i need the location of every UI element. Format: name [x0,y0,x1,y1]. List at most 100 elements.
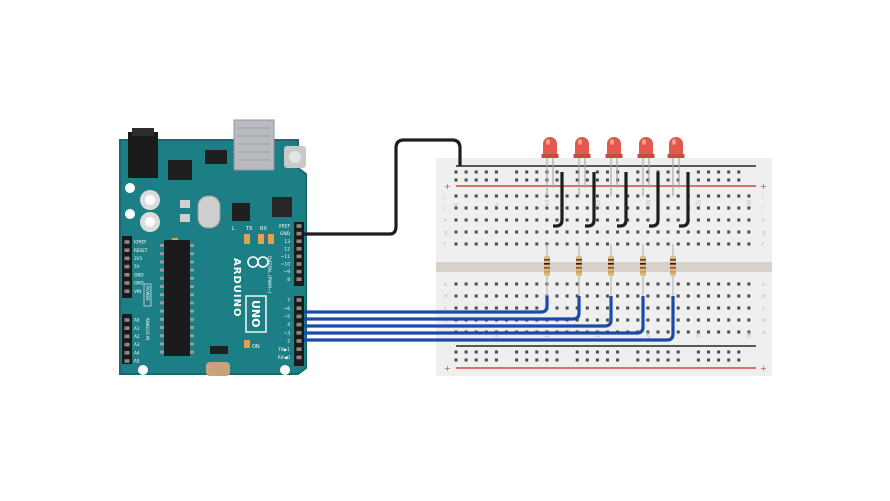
digital-pin-label: 8 [287,277,290,283]
header-pin [124,326,130,330]
small-chip [205,150,227,164]
chip-pin [160,350,164,354]
arduino-logo-text: ARDUINO [231,258,242,317]
rail-hole [666,358,670,362]
smd-part [244,234,250,244]
breadboard-hole [505,294,508,298]
breadboard-hole [464,230,468,234]
header-pin [124,342,130,347]
bottom-component [206,362,230,376]
rail-hole [585,358,589,362]
breadboard-hole [484,230,488,234]
rail-hole [454,178,458,182]
breadboard-hole [636,318,640,322]
resistors-group [544,244,676,296]
rail-hole [646,358,650,362]
leds-group [541,137,685,196]
chip-pin [190,268,194,272]
digital-header-upper [294,222,304,286]
digital-pin-label: ~3 [284,330,291,336]
breadboard-hole [505,230,508,234]
breadboard-hole [737,242,741,246]
breadboard-hole [626,194,630,198]
breadboard-hole [727,294,731,298]
rail-hole [606,178,609,182]
rail-hole [525,178,529,182]
breadboard-hole [646,194,650,198]
header-pin [124,264,130,269]
column-number: 30 [747,332,753,338]
chip-pin [160,260,164,264]
breadboard-hole [606,318,609,322]
breadboard-hole [606,230,609,234]
breadboard-hole [656,306,660,310]
resistor-band [670,263,676,265]
rail-hole [484,178,488,182]
column-number: 1 [454,203,460,206]
breadboard-hole [606,206,609,210]
rail-hole [707,350,710,354]
rail-hole [474,170,478,174]
breadboard-hole [646,318,650,322]
breadboard-hole [494,230,498,234]
breadboard-hole [676,306,680,310]
header-pin [296,347,302,351]
rail-hole [717,170,721,174]
rail-hole [646,178,650,182]
breadboard-hole [737,306,741,310]
row-letter: e [444,282,447,288]
crystal-oscillator [197,195,221,229]
rail-hole [737,350,741,354]
header-pin [124,256,130,261]
breadboard-hole [696,318,700,322]
breadboard-hole [666,306,670,310]
rail-hole [545,350,549,354]
breadboard-hole [575,306,579,310]
breadboard-hole [626,206,630,210]
breadboard-hole [565,206,569,210]
breadboard-hole [747,206,751,210]
breadboard-hole [525,218,529,222]
led-body [575,137,589,156]
row-letter: f [762,242,764,248]
breadboard-hole [494,218,498,222]
breadboard-hole [707,306,710,310]
digital-pin-label: 2 [287,339,290,345]
led-highlight [546,139,550,145]
breadboard-hole [747,306,751,310]
rail-hole [525,358,529,362]
rail-hole [737,358,741,362]
reset-button-cap [289,151,301,163]
breadboard-hole [747,294,751,298]
breadboard-hole [747,282,751,286]
smd-part [268,234,274,244]
breadboard-hole [646,306,650,310]
analog-pin-label: A5 [134,359,140,364]
breadboard-hole [707,318,710,322]
breadboard-hole [717,194,721,198]
header-pin [296,322,302,327]
breadboard-hole [727,194,731,198]
breadboard-hole [505,194,508,198]
rail-hole [515,170,519,174]
breadboard-hole [696,206,700,210]
rail-hole [737,170,741,174]
rail-hole [727,350,731,354]
breadboard-hole [505,306,508,310]
rail-hole [535,170,539,174]
breadboard-hole [747,218,751,222]
rail-hole [696,358,700,362]
breadboard-hole [595,294,599,298]
power-pin-label: RESET [134,248,148,253]
breadboard-hole [575,282,579,286]
rail-hole [484,358,488,362]
breadboard-hole [626,282,630,286]
breadboard-hole [717,242,721,246]
rail-hole [474,350,478,354]
breadboard-hole [565,218,569,222]
breadboard-hole [616,218,620,222]
header-pin [124,240,130,244]
breadboard-hole [727,242,731,246]
rail-plus-sign: + [444,182,451,191]
arduino-uno-board: L TX RX ON ARDUINO UNO AREFGND1312~11~10… [119,119,307,376]
